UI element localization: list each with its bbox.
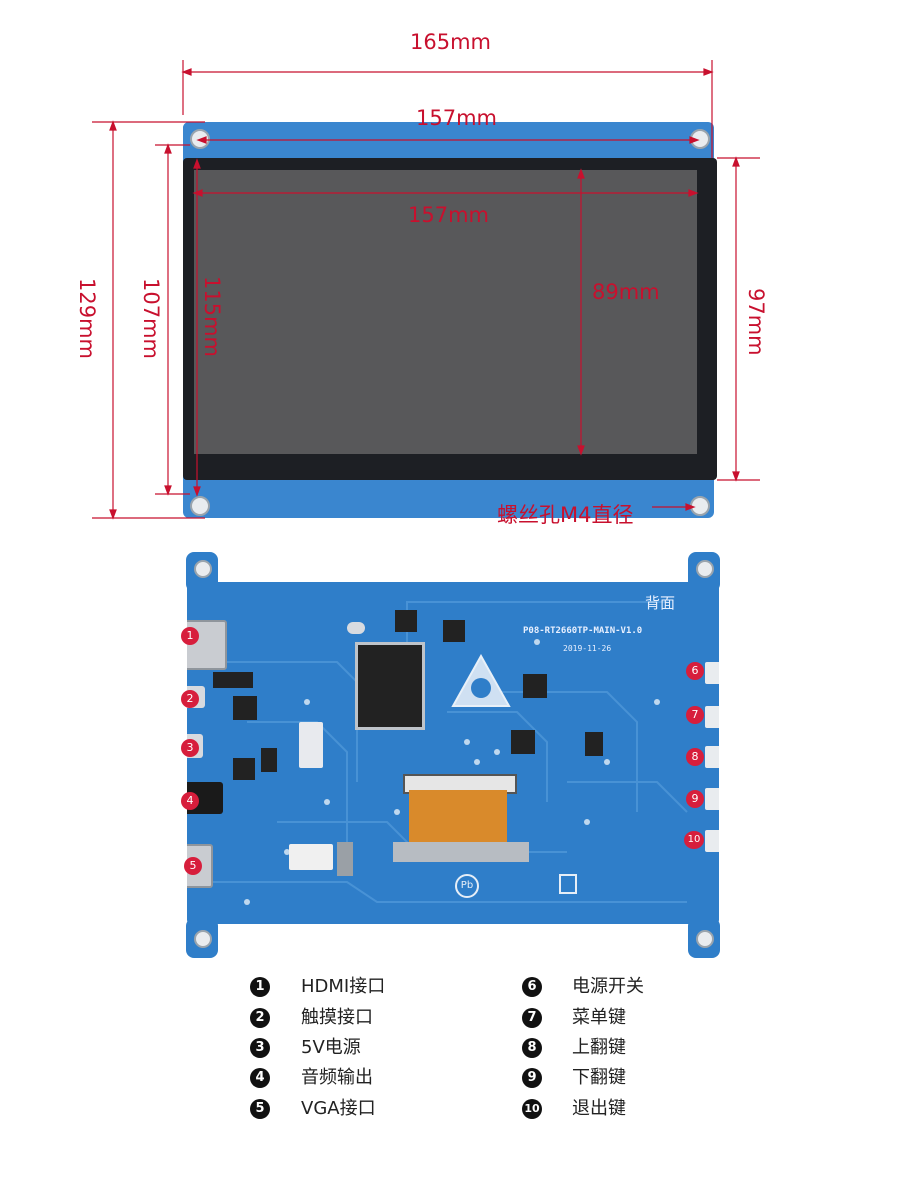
dim-hole-height: 107mm [139, 278, 163, 359]
small-chip-6 [523, 674, 547, 698]
small-chip-3 [233, 758, 255, 780]
dim-overall-height: 129mm [75, 278, 99, 359]
small-chip-7 [511, 730, 535, 754]
pin-marker-1: 1 [181, 627, 199, 645]
legend-num-3: 3 [250, 1038, 270, 1058]
legend-label-8: 上翻键 [572, 1037, 626, 1058]
back-hole-bl [194, 930, 212, 948]
back-pcb: Pb 背面 P08-RT2660TP-MAIN-V1.0 2019-11-26 [187, 582, 719, 924]
pin-marker-9: 9 [686, 790, 704, 808]
legend-label-10: 退出键 [572, 1098, 626, 1119]
back-label: 背面 [645, 594, 676, 612]
legend-num-10: 10 [522, 1099, 542, 1119]
legend-label-7: 菜单键 [572, 1007, 626, 1028]
legend-num-7: 7 [522, 1008, 542, 1028]
small-chip-8 [585, 732, 603, 756]
dim-screen-height: 89mm [592, 280, 660, 304]
legend-num-2: 2 [250, 1008, 270, 1028]
pin-header [337, 842, 353, 876]
side-button-7 [705, 706, 719, 728]
dim-glass-height: 97mm [744, 288, 768, 356]
side-button-6 [705, 662, 719, 684]
pin-marker-10: 10 [684, 831, 704, 849]
dim-mid-height: 115mm [200, 276, 224, 357]
back-hole-tl [194, 560, 212, 578]
flex-ribbon-base [393, 842, 529, 862]
small-chip-9 [261, 748, 277, 772]
small-chip-2 [233, 696, 257, 720]
legend-label-6: 电源开关 [572, 976, 644, 997]
legend-num-1: 1 [250, 977, 270, 997]
mount-hole-bl [190, 496, 210, 516]
pin-marker-2: 2 [181, 690, 199, 708]
dimension-lines [92, 60, 760, 520]
crystal [347, 622, 365, 634]
legend-num-4: 4 [250, 1068, 270, 1088]
back-hole-tr [696, 560, 714, 578]
display-screen [194, 170, 697, 454]
small-chip-1 [213, 672, 253, 688]
flex-ribbon-cable [409, 790, 507, 844]
legend-num-6: 6 [522, 977, 542, 997]
legend-label-9: 下翻键 [572, 1067, 626, 1088]
pin-marker-8: 8 [686, 748, 704, 766]
back-hole-br [696, 930, 714, 948]
pin-marker-5: 5 [184, 857, 202, 875]
legend-num-8: 8 [522, 1038, 542, 1058]
pin-marker-4: 4 [181, 792, 199, 810]
legend-num-5: 5 [250, 1099, 270, 1119]
legend-label-3: 5V电源 [301, 1037, 361, 1058]
dim-screw-hole: 螺丝孔M4直径 [497, 503, 634, 527]
board-model: P08-RT2660TP-MAIN-V1.0 [523, 626, 643, 636]
main-chip [355, 642, 425, 730]
warning-triangle-icon [451, 654, 511, 707]
legend-num-9: 9 [522, 1068, 542, 1088]
board-date: 2019-11-26 [563, 644, 612, 653]
side-button-9 [705, 788, 719, 810]
side-button-10 [705, 830, 719, 852]
legend-label-1: HDMI接口 [301, 976, 386, 997]
dim-hole-width: 157mm [416, 106, 497, 130]
pin-marker-3: 3 [181, 739, 199, 757]
legend-label-4: 音频输出 [301, 1067, 373, 1088]
white-header [289, 844, 333, 870]
pin-marker-6: 6 [686, 662, 704, 680]
dim-overall-width: 165mm [410, 30, 491, 54]
legend-label-5: VGA接口 [301, 1098, 376, 1119]
small-chip-5 [443, 620, 465, 642]
small-chip-4 [395, 610, 417, 632]
pb-logo-icon: Pb [455, 874, 479, 898]
dim-screen-width: 157mm [408, 203, 489, 227]
pin-marker-7: 7 [686, 706, 704, 724]
small-connector [299, 722, 323, 768]
legend-label-2: 触摸接口 [301, 1007, 373, 1028]
recycle-bin-icon [559, 874, 577, 894]
side-button-8 [705, 746, 719, 768]
